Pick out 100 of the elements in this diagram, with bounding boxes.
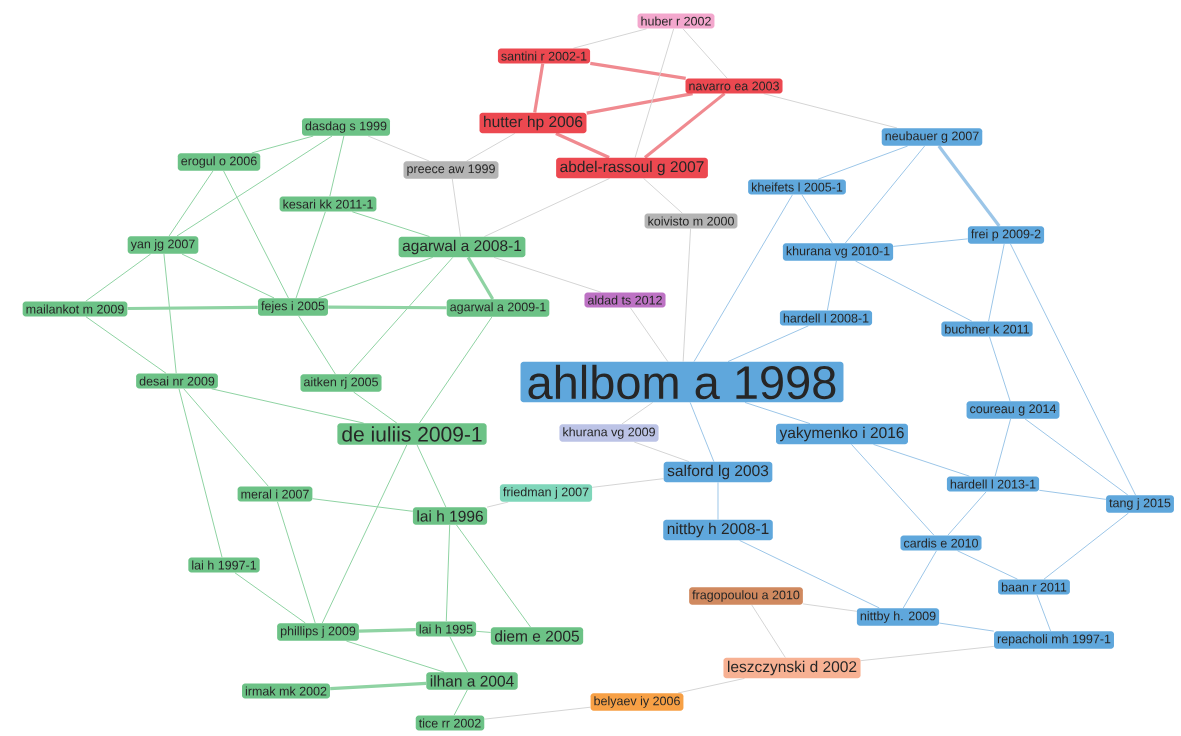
link-line [251, 135, 314, 154]
link-line [621, 401, 654, 425]
link-line [854, 260, 973, 322]
label-box: khurana vg 2010-1 [782, 243, 894, 261]
link-line [938, 622, 995, 632]
link-line [359, 628, 416, 633]
label-box: santini r 2002-1 [497, 48, 591, 64]
link-line [466, 256, 495, 300]
label-box: belyaev iy 2006 [590, 693, 684, 711]
link-line [902, 550, 937, 609]
label-box: tice rr 2002 [415, 715, 485, 731]
link-line [947, 491, 987, 536]
link-line [312, 498, 414, 512]
link-line [163, 253, 177, 374]
link-line [1043, 512, 1129, 580]
label-box: preece aw 1999 [403, 161, 499, 179]
label-box: khurana vg 2009 [559, 424, 659, 442]
label-box: yakymenko i 2016 [776, 423, 908, 445]
link-line [328, 305, 447, 310]
link-line [483, 177, 611, 238]
link-line [168, 170, 214, 237]
link-line [802, 603, 858, 612]
link-line [85, 316, 167, 374]
label-box: meral i 2007 [237, 486, 313, 502]
link-line [127, 305, 258, 311]
link-line [533, 63, 545, 113]
label-box: fejes i 2005 [258, 298, 328, 316]
label-box: nittby h 2008-1 [663, 519, 773, 541]
link-line [689, 401, 715, 463]
link-line [892, 238, 969, 247]
label-box: hutter hp 2006 [479, 112, 587, 134]
label-box: coureau g 2014 [966, 401, 1060, 419]
label-box: neubauer g 2007 [881, 128, 983, 146]
link-line [751, 604, 786, 659]
link-line [682, 28, 728, 79]
link-line [453, 689, 468, 716]
label-box: fragopoulou a 2010 [689, 587, 803, 605]
label-box: leszczynski d 2002 [723, 657, 861, 679]
link-line [817, 145, 909, 180]
label-box: nittby h. 2009 [856, 608, 940, 626]
link-line [555, 131, 610, 160]
label-box: aitken rj 2005 [300, 374, 382, 392]
label-box: navarro ea 2003 [685, 78, 783, 94]
link-line [181, 253, 275, 299]
label-box: kheifets l 2005-1 [748, 179, 846, 195]
link-line [298, 315, 336, 375]
label-box: buchner k 2011 [941, 321, 1033, 337]
link-line [353, 391, 398, 424]
link-line [693, 194, 793, 363]
link-line [643, 92, 726, 159]
label-box: koivisto m 2000 [644, 213, 738, 229]
label-box: desai nr 2009 [136, 373, 218, 389]
label-box: hardell l 2013-1 [946, 476, 1040, 492]
label-box: baan r 2011 [998, 579, 1070, 595]
link-line [744, 401, 811, 425]
link-line [85, 253, 152, 302]
link-line [727, 325, 809, 363]
label-box: lai h 1997-1 [188, 557, 260, 573]
link-line [633, 441, 690, 463]
link-line [682, 228, 692, 363]
link-line [276, 501, 316, 624]
link-line [330, 681, 427, 691]
label-box: frei p 2009-2 [967, 226, 1045, 244]
link-line [345, 640, 445, 673]
link-line [677, 677, 745, 694]
label-box: erogul o 2006 [177, 153, 261, 171]
label-box: hardell l 2008-1 [779, 310, 873, 326]
link-line [176, 135, 333, 237]
link-line [634, 28, 675, 159]
label-box: agarwal a 2009-1 [446, 299, 550, 317]
label-box: abdel-rassoul g 2007 [556, 157, 708, 179]
link-line [994, 418, 1012, 477]
link-line [844, 145, 926, 244]
link-line [178, 388, 223, 558]
link-line [317, 256, 434, 299]
label-box: kesari kk 2011-1 [279, 196, 377, 212]
label-box: friedman j 2007 [499, 484, 593, 502]
link-line [483, 706, 591, 720]
link-line [590, 61, 686, 80]
link-line [826, 260, 837, 311]
label-box: diem e 2005 [490, 627, 584, 645]
link-line [234, 572, 306, 624]
label-box: ilhan a 2004 [426, 672, 518, 690]
link-line [486, 501, 509, 508]
link-line [801, 194, 833, 244]
link-line [956, 550, 1019, 580]
label-box: agarwal a 2008-1 [398, 236, 526, 258]
link-line [223, 170, 289, 299]
link-line [367, 135, 430, 162]
link-line [451, 178, 461, 238]
link-line [475, 630, 492, 633]
link-line [591, 478, 664, 488]
label-box: salford lg 2003 [663, 461, 773, 483]
link-line [1010, 243, 1136, 496]
link-line [873, 443, 970, 477]
link-line [739, 539, 880, 609]
label-box: tang j 2015 [1106, 495, 1174, 513]
label-box: dasdag s 1999 [302, 118, 390, 136]
link-line [763, 93, 898, 129]
link-line [1038, 489, 1107, 500]
